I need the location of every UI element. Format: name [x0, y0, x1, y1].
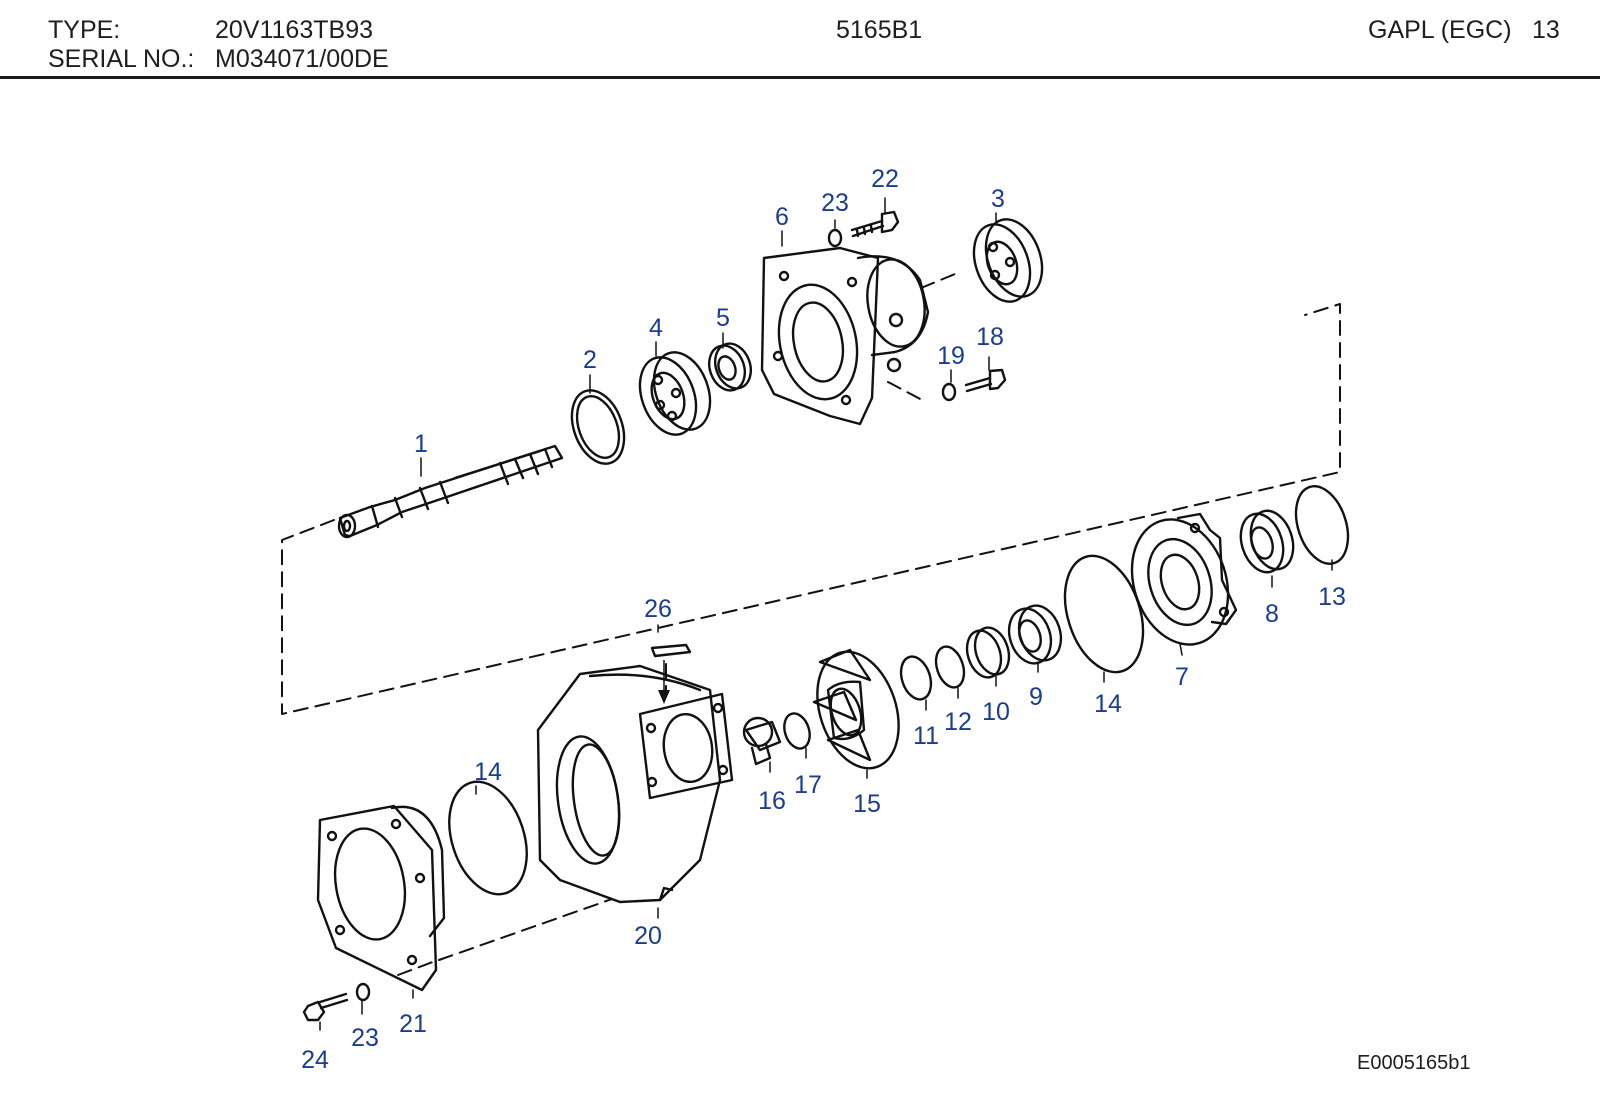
o-ring-part-14-upper [1063, 554, 1145, 674]
bolt-part-24 [302, 992, 349, 1022]
callout-21: 21 [399, 1010, 427, 1038]
serial-value: M034071/00DE [215, 45, 389, 73]
washer-part-23-lower [355, 982, 371, 1002]
leader-lines [319, 197, 1333, 1031]
callout-8: 8 [1265, 600, 1279, 628]
seal-part-10 [965, 626, 1011, 679]
callout-18: 18 [976, 323, 1004, 351]
serial-label: SERIAL NO.: [48, 45, 195, 73]
cover-part-21 [316, 804, 446, 992]
arrow-part-26 [658, 690, 670, 704]
nut-part-5 [707, 342, 753, 392]
o-ring-part-14-lower [448, 780, 528, 896]
plug-part-16 [742, 716, 782, 766]
assembly-dashed-frame [281, 273, 1341, 976]
callout-23: 23 [351, 1024, 379, 1052]
group-label: GAPL (EGC) [1368, 16, 1512, 44]
cover-flange-part-7 [1130, 512, 1238, 646]
bolt-part-18 [964, 368, 1007, 393]
type-label: TYPE: [48, 16, 121, 44]
callout-14: 14 [474, 758, 502, 786]
washer-part-19 [941, 382, 957, 402]
type-value: 20V1163TB93 [215, 16, 373, 44]
callout-14: 14 [1094, 690, 1122, 718]
pump-housing-part-20 [536, 643, 734, 904]
seal-part-8 [1239, 509, 1295, 574]
ring-part-11 [899, 655, 933, 701]
callout-15: 15 [853, 790, 881, 818]
callout-9: 9 [1029, 683, 1043, 711]
o-ring-part-17 [783, 712, 811, 750]
impeller-part-15 [812, 648, 900, 770]
callout-23: 23 [821, 189, 849, 217]
callout-16: 16 [758, 787, 786, 815]
bolt-part-22 [850, 210, 900, 238]
callout-26: 26 [644, 595, 672, 623]
callout-6: 6 [775, 203, 789, 231]
bearing-housing-part-6 [760, 246, 930, 426]
callout-13: 13 [1318, 583, 1346, 611]
callout-19: 19 [937, 342, 965, 370]
callout-22: 22 [871, 165, 899, 193]
callout-4: 4 [649, 314, 663, 342]
callout-20: 20 [634, 922, 662, 950]
snap-ring-part [570, 389, 626, 465]
o-ring-part-13 [1294, 485, 1350, 565]
bearing-part-3 [972, 218, 1044, 303]
callout-24: 24 [301, 1046, 329, 1074]
callout-17: 17 [794, 771, 822, 799]
callout-3: 3 [991, 185, 1005, 213]
callout-5: 5 [716, 304, 730, 332]
callout-12: 12 [944, 708, 972, 736]
callout-2: 2 [583, 346, 597, 374]
callout-10: 10 [982, 698, 1010, 726]
callout-1: 1 [414, 430, 428, 458]
shaft-part [337, 444, 564, 539]
washer-part-23-top [827, 228, 843, 248]
header-rule [0, 76, 1600, 79]
callout-7: 7 [1175, 663, 1189, 691]
bearing-part-4 [638, 351, 712, 436]
page-number: 13 [1532, 16, 1560, 44]
callout-11: 11 [913, 722, 939, 750]
figure-id: E0005165b1 [1357, 1052, 1471, 1074]
seal-ring-part-9 [1007, 604, 1063, 665]
drawing-number: 5165B1 [836, 16, 923, 44]
ring-part-12 [934, 645, 966, 689]
